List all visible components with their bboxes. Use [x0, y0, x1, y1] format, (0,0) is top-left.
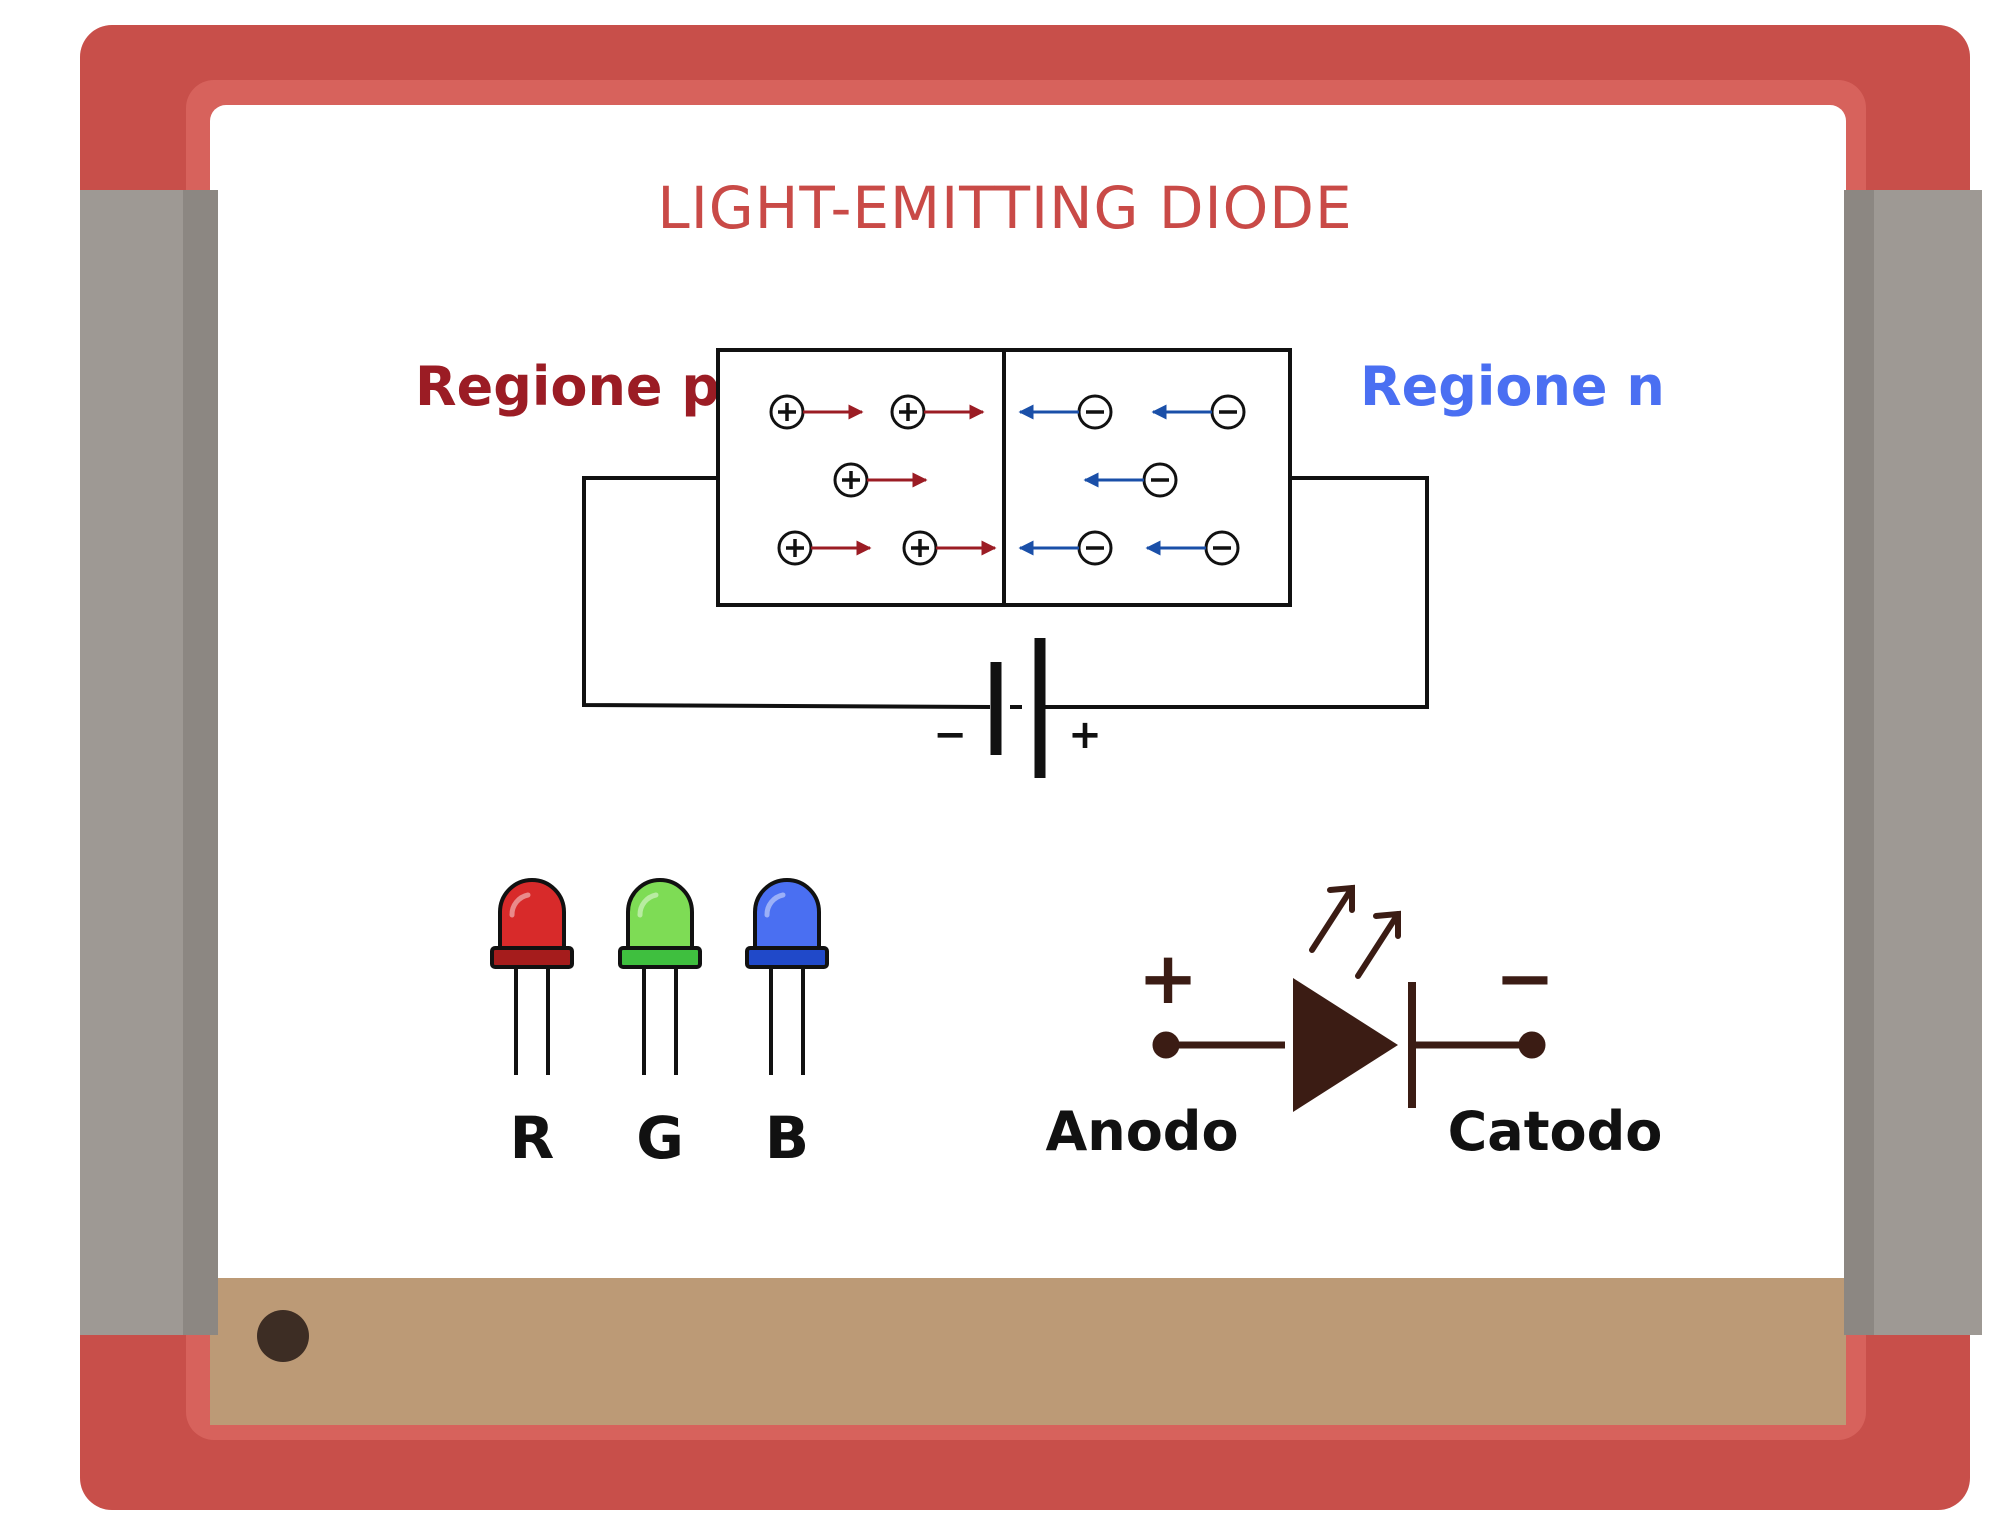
electron-carrier [1151, 394, 1246, 430]
led-dome [498, 878, 566, 952]
led-base [745, 946, 829, 969]
board-surface [210, 105, 1846, 1425]
led-base [490, 946, 574, 969]
diode-triangle [1293, 978, 1398, 1112]
electron-carrier [1145, 530, 1240, 566]
emission-arrow-2 [1355, 911, 1401, 979]
region-p-label: Regione p [415, 355, 720, 418]
p-carriers [769, 394, 997, 566]
region-n-label: Regione n [1360, 355, 1665, 418]
board-frame [80, 25, 1970, 1510]
led-dome [626, 878, 694, 952]
led-label-b: B [765, 1104, 809, 1172]
hole-carrier [769, 394, 864, 430]
led-dome [753, 878, 821, 952]
tray-knob [257, 1310, 309, 1362]
electron-carrier [1018, 394, 1113, 430]
led-g: G [618, 878, 702, 1172]
battery-negative-label: − [933, 712, 967, 758]
led-base [618, 946, 702, 969]
led-highlight [637, 892, 659, 918]
led-highlight [764, 892, 786, 918]
marker-tray [210, 1278, 1846, 1425]
battery-symbol: − + [933, 638, 1102, 778]
led-highlight [509, 892, 531, 918]
wire-left [582, 476, 991, 709]
emission-arrow-1 [1309, 885, 1355, 953]
hole-carrier [902, 530, 997, 566]
led-label-g: G [636, 1104, 684, 1172]
led-r: R [490, 878, 574, 1172]
hole-carrier [833, 462, 928, 498]
led-schematic [1152, 884, 1546, 1112]
hole-carrier [890, 394, 985, 430]
cathode-terminal [1518, 1031, 1546, 1059]
left-clip [80, 190, 218, 1335]
cathode-sign: − [1495, 936, 1555, 1020]
diagram-title: LIGHT-EMITTING DIODE [657, 174, 1352, 242]
led-label-r: R [510, 1104, 555, 1172]
n-carriers [1018, 394, 1246, 566]
electron-carrier [1018, 530, 1113, 566]
wire-right [1040, 476, 1429, 709]
anode-label: Anodo [1045, 1100, 1238, 1163]
electron-carrier [1083, 462, 1178, 498]
battery-positive-label: + [1068, 712, 1102, 758]
light-emission-arrows [1309, 884, 1401, 979]
cathode-label: Catodo [1448, 1100, 1663, 1163]
right-clip [1844, 190, 1982, 1335]
circuit-wires [582, 476, 1429, 709]
anode-sign: + [1138, 936, 1198, 1020]
led-b: B [745, 878, 829, 1172]
hole-carrier [777, 530, 872, 566]
